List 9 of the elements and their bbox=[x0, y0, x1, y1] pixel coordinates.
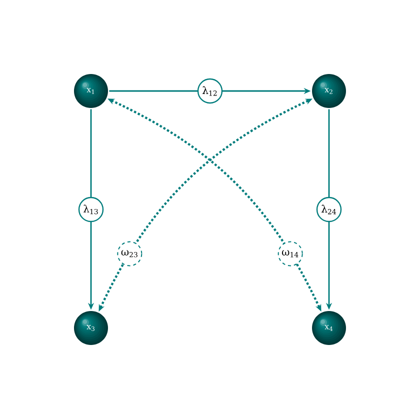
sphere-node: x$_{4}$ bbox=[312, 311, 346, 345]
edge-label: λ$_{13}$ bbox=[78, 196, 104, 222]
sphere-node: x$_{3}$ bbox=[74, 311, 108, 345]
sphere-node: x$_{2}$ bbox=[312, 74, 346, 108]
edge-label: λ$_{12}$ bbox=[197, 78, 223, 104]
edge-label: λ$_{24}$ bbox=[316, 196, 342, 222]
edge-label: ω$_{14}$ bbox=[278, 241, 303, 266]
sphere-node: x$_{1}$ bbox=[74, 74, 108, 108]
edge-label: ω$_{23}$ bbox=[117, 241, 142, 266]
